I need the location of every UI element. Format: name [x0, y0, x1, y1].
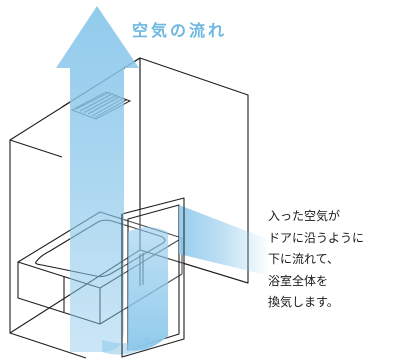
description-line: ドアに沿うように: [268, 230, 365, 245]
airflow-description: 入った空気が ドアに沿うように 下に流れて、 浴室全体を 換気します。: [268, 206, 392, 314]
floor-edge: [9, 332, 87, 359]
airflow-arrow-icon: [56, 6, 270, 355]
description-line: 入った空気が: [268, 209, 341, 223]
description-line: 浴室全体を: [268, 273, 329, 288]
airflow-title: 空気の流れ: [132, 21, 228, 40]
description-line: 下に流れて、: [268, 252, 340, 266]
door-frame: [121, 198, 185, 357]
description-line: 換気します。: [268, 295, 339, 309]
